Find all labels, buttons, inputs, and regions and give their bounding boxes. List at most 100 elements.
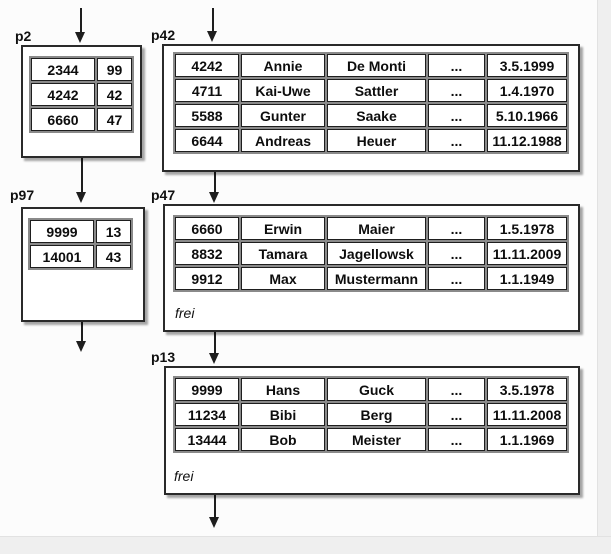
- cell-lastname: Berg: [327, 403, 426, 426]
- cell-firstname: Andreas: [241, 129, 325, 152]
- arrow-head-icon: [209, 517, 219, 528]
- arrow-into-p42-icon: [207, 8, 218, 42]
- free-space-label: frei: [175, 305, 195, 321]
- cell-lastname: Jagellowsk: [327, 242, 426, 265]
- arrow-line: [80, 158, 83, 194]
- table-row: 4711 Kai-Uwe Sattler ... 1.4.1970: [175, 79, 567, 102]
- cell-key: 4242: [31, 83, 95, 106]
- page-box-p47: 6660 Erwin Maier ... 1.5.1978 8832 Tamar…: [163, 204, 580, 332]
- cell-firstname: Bob: [241, 428, 325, 451]
- arrow-line: [79, 8, 82, 34]
- cell-more: ...: [428, 242, 485, 265]
- cell-firstname: Max: [241, 267, 325, 290]
- page-label-p47: p47: [151, 187, 176, 203]
- arrow-p47-to-p13-icon: [209, 332, 220, 364]
- cell-more: ...: [428, 378, 485, 401]
- cell-lastname: Guck: [327, 378, 426, 401]
- table-row: 4242 42: [31, 83, 132, 106]
- table-row: 9999 13: [30, 220, 131, 243]
- cell-page-no: 43: [96, 245, 131, 268]
- page-label-p97: p97: [10, 187, 35, 203]
- data-table-p47: 6660 Erwin Maier ... 1.5.1978 8832 Tamar…: [173, 215, 569, 292]
- cell-firstname: Kai-Uwe: [241, 79, 325, 102]
- cell-birthdate: 11.11.2009: [487, 242, 567, 265]
- data-table-p42: 4242 Annie De Monti ... 3.5.1999 4711 Ka…: [173, 52, 569, 154]
- cell-more: ...: [428, 79, 485, 102]
- table-row: 13444 Bob Meister ... 1.1.1969: [175, 428, 567, 451]
- cell-firstname: Tamara: [241, 242, 325, 265]
- page-label-p2: p2: [15, 28, 32, 44]
- page-box-p2: 2344 99 4242 42 6660 47: [21, 45, 142, 158]
- arrow-head-icon: [209, 353, 219, 364]
- cell-birthdate: 3.5.1999: [487, 54, 567, 77]
- cell-page-no: 13: [96, 220, 131, 243]
- arrow-head-icon: [76, 341, 86, 352]
- cell-more: ...: [428, 54, 485, 77]
- cell-birthdate: 1.5.1978: [487, 217, 567, 240]
- cell-id: 4711: [175, 79, 239, 102]
- free-space-label: frei: [174, 468, 194, 484]
- table-row: 5588 Gunter Saake ... 5.10.1966: [175, 104, 567, 127]
- cell-id: 8832: [175, 242, 239, 265]
- cell-lastname: Mustermann: [327, 267, 426, 290]
- table-row: 6660 47: [31, 108, 132, 131]
- cell-id: 9912: [175, 267, 239, 290]
- arrow-p2-to-p97-icon: [76, 158, 87, 203]
- table-row: 11234 Bibi Berg ... 11.11.2008: [175, 403, 567, 426]
- cell-lastname: Meister: [327, 428, 426, 451]
- cell-id: 13444: [175, 428, 239, 451]
- cell-birthdate: 11.12.1988: [487, 129, 567, 152]
- cell-id: 5588: [175, 104, 239, 127]
- cell-firstname: Hans: [241, 378, 325, 401]
- table-row: 4242 Annie De Monti ... 3.5.1999: [175, 54, 567, 77]
- arrow-p42-to-p47-icon: [209, 172, 220, 203]
- page-box-p42: 4242 Annie De Monti ... 3.5.1999 4711 Ka…: [162, 44, 580, 172]
- page-label-p13: p13: [151, 349, 176, 365]
- cell-id: 11234: [175, 403, 239, 426]
- cell-key: 14001: [30, 245, 94, 268]
- cell-lastname: Heuer: [327, 129, 426, 152]
- arrow-into-p2-icon: [75, 8, 86, 43]
- cell-more: ...: [428, 104, 485, 127]
- arrow-line: [211, 8, 214, 33]
- cell-birthdate: 5.10.1966: [487, 104, 567, 127]
- arrow-head-icon: [75, 32, 85, 43]
- cell-firstname: Gunter: [241, 104, 325, 127]
- cell-birthdate: 1.1.1949: [487, 267, 567, 290]
- table-row: 14001 43: [30, 245, 131, 268]
- cell-id: 6644: [175, 129, 239, 152]
- cell-id: 4242: [175, 54, 239, 77]
- data-table-p13: 9999 Hans Guck ... 3.5.1978 11234 Bibi B…: [173, 376, 569, 453]
- index-table-p2: 2344 99 4242 42 6660 47: [29, 56, 134, 133]
- cell-key: 6660: [31, 108, 95, 131]
- cell-birthdate: 1.1.1969: [487, 428, 567, 451]
- cell-lastname: De Monti: [327, 54, 426, 77]
- cell-page-no: 99: [97, 58, 132, 81]
- cell-more: ...: [428, 428, 485, 451]
- cell-id: 9999: [175, 378, 239, 401]
- cell-firstname: Erwin: [241, 217, 325, 240]
- page-margin-right: [597, 0, 611, 554]
- cell-lastname: Maier: [327, 217, 426, 240]
- table-row: 9999 Hans Guck ... 3.5.1978: [175, 378, 567, 401]
- cell-lastname: Saake: [327, 104, 426, 127]
- arrow-line: [213, 495, 216, 519]
- arrow-line: [80, 322, 83, 343]
- arrow-head-icon: [209, 192, 219, 203]
- cell-birthdate: 1.4.1970: [487, 79, 567, 102]
- cell-more: ...: [428, 403, 485, 426]
- cell-more: ...: [428, 129, 485, 152]
- cell-key: 9999: [30, 220, 94, 243]
- page-box-p97: 9999 13 14001 43: [21, 207, 145, 322]
- arrow-line: [213, 332, 216, 355]
- table-row: 8832 Tamara Jagellowsk ... 11.11.2009: [175, 242, 567, 265]
- arrow-p13-out-icon: [209, 495, 220, 528]
- arrow-head-icon: [207, 31, 217, 42]
- table-row: 6644 Andreas Heuer ... 11.12.1988: [175, 129, 567, 152]
- cell-birthdate: 3.5.1978: [487, 378, 567, 401]
- cell-lastname: Sattler: [327, 79, 426, 102]
- cell-page-no: 47: [97, 108, 132, 131]
- arrow-p97-out-icon: [76, 322, 87, 352]
- page-margin-bottom: [0, 536, 611, 554]
